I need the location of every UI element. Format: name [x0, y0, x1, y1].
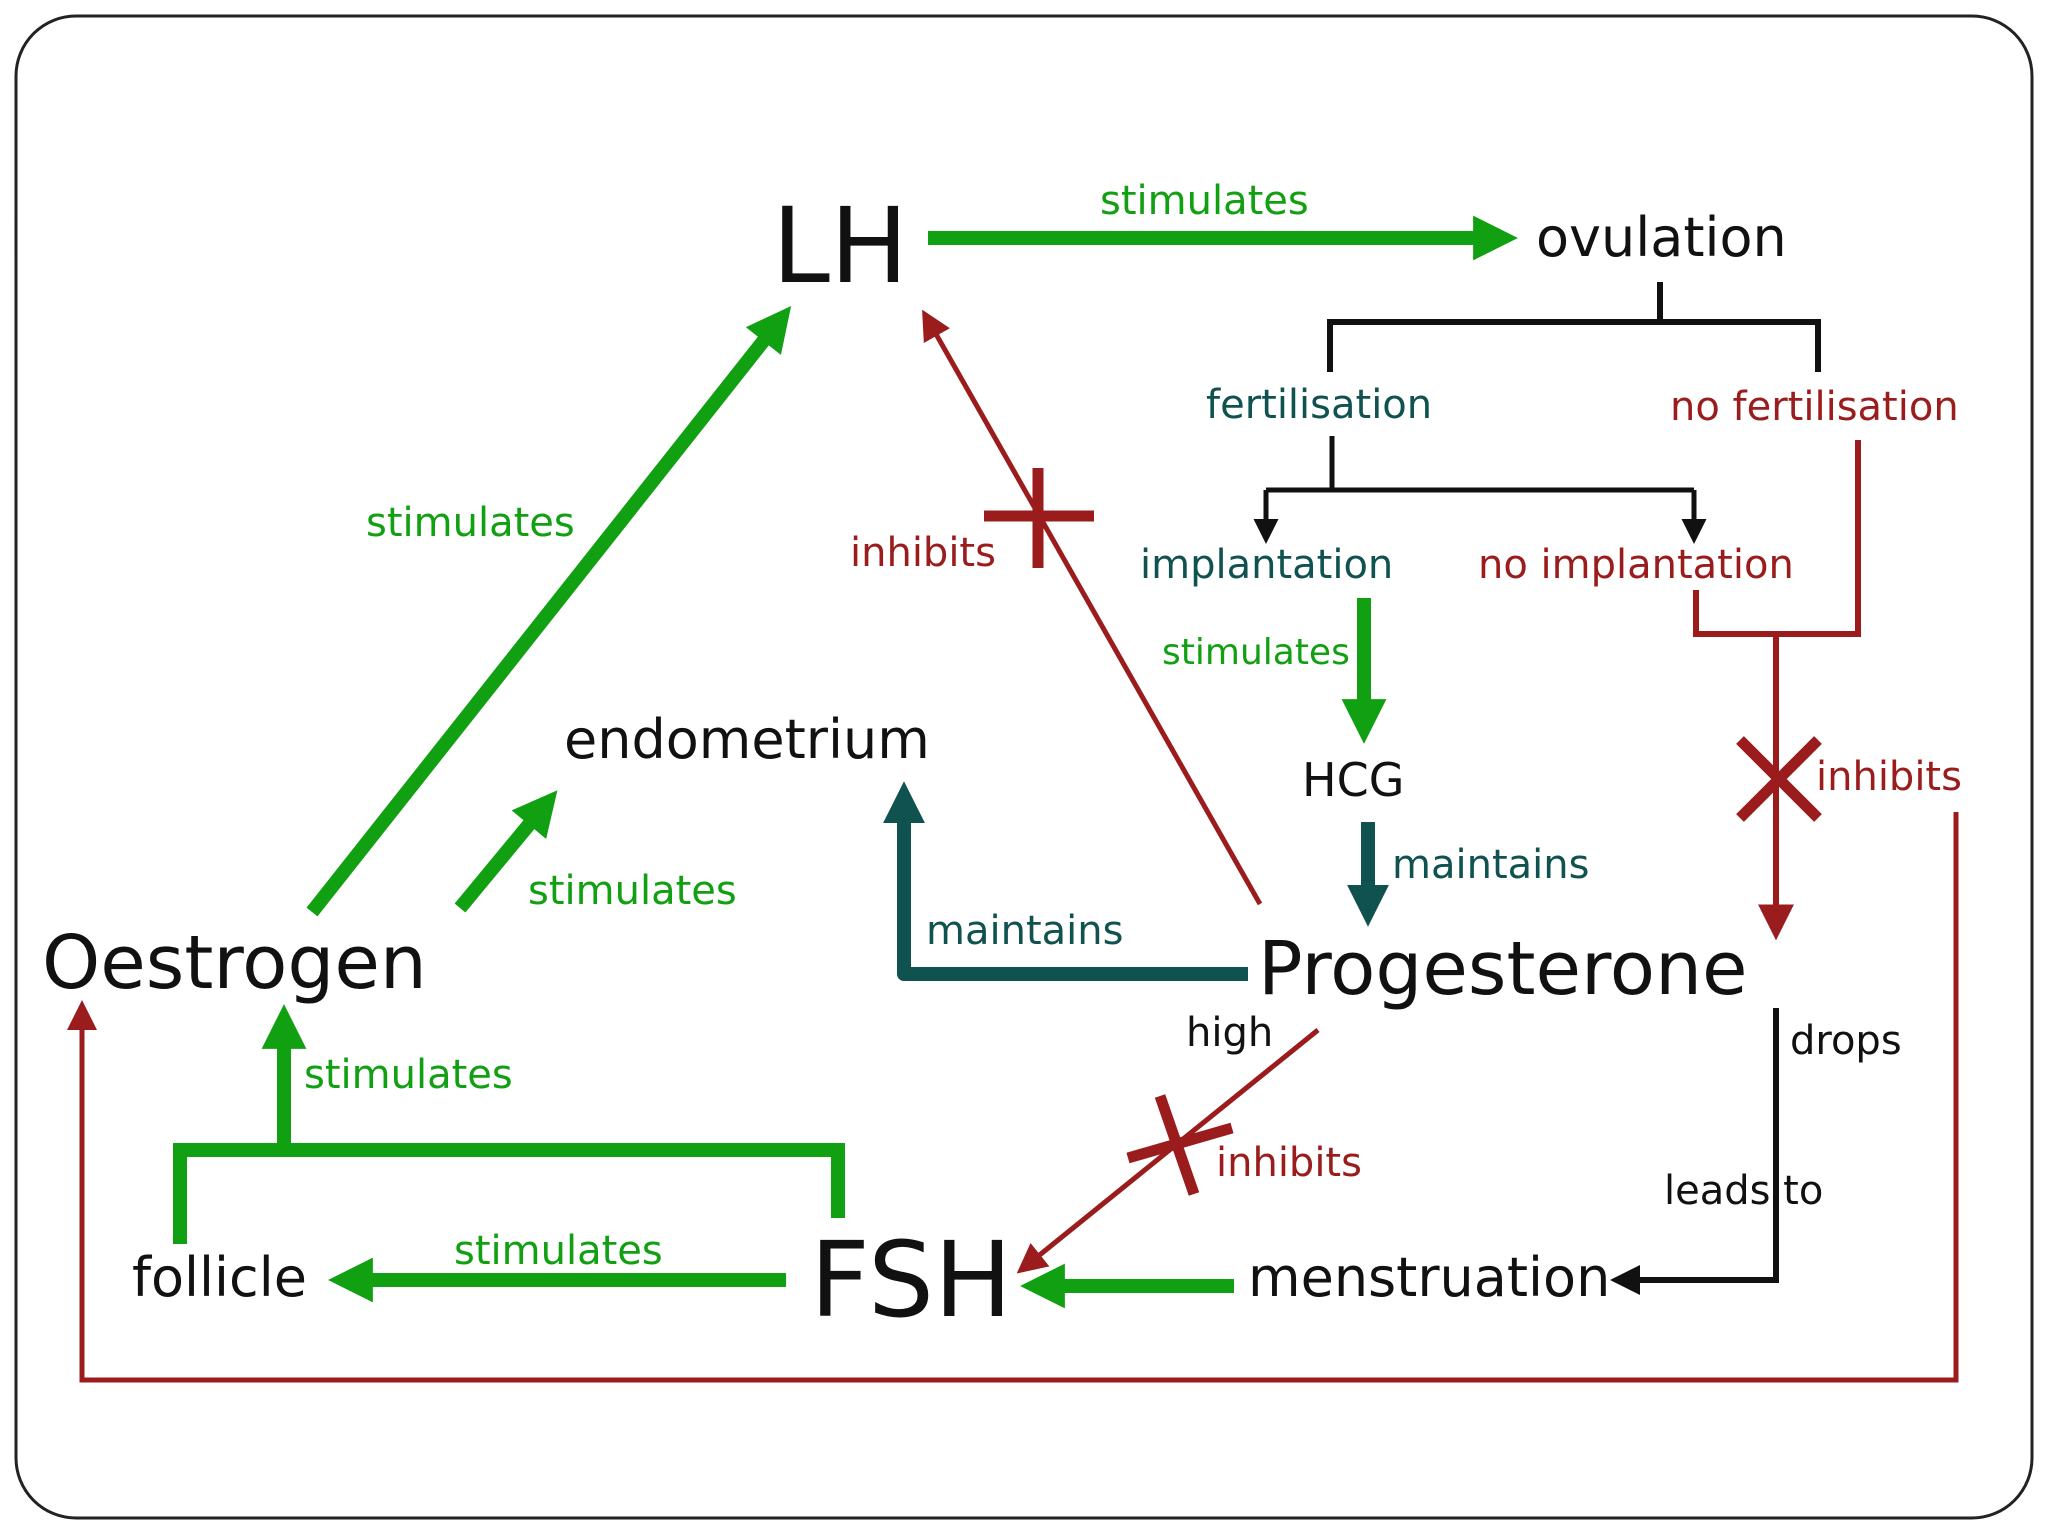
label-hcg-progesterone: maintains — [1392, 842, 1589, 888]
label-oestrogen-lh: stimulates — [366, 500, 575, 546]
node-fsh: FSH — [810, 1219, 1012, 1341]
node-oestrogen: Oestrogen — [42, 920, 427, 1006]
label-fsh-follicle: stimulates — [454, 1228, 663, 1274]
block-cross-lh — [984, 468, 1094, 568]
label-progesterone-drops: drops — [1790, 1018, 1902, 1064]
node-menstruation: menstruation — [1248, 1246, 1610, 1309]
arrow-progesterone-endometrium — [883, 781, 1248, 981]
label-lh-ovulation: stimulates — [1100, 178, 1309, 224]
label-implantation-hcg: stimulates — [1162, 632, 1350, 673]
node-fertilisation: fertilisation — [1206, 382, 1432, 428]
node-hcg: HCG — [1302, 753, 1404, 807]
arrow-drops-menstruation — [1610, 1008, 1779, 1295]
node-follicle: follicle — [132, 1246, 307, 1309]
label-progesterone-high: high — [1186, 1010, 1273, 1056]
node-no-implantation: no implantation — [1478, 542, 1794, 588]
label-progesterone-fsh: inhibits — [1216, 1140, 1362, 1186]
node-implantation: implantation — [1140, 542, 1393, 588]
label-follicle-oestrogen: stimulates — [304, 1052, 513, 1098]
node-endometrium: endometrium — [564, 708, 930, 771]
node-progesterone: Progesterone — [1258, 926, 1748, 1012]
block-cross-progesterone — [1736, 736, 1822, 822]
arrow-progesterone-lh — [922, 309, 1263, 906]
arrow-oestrogen-lh — [306, 305, 792, 917]
node-no-fertilisation: no fertilisation — [1670, 384, 1959, 430]
label-progesterone-endometrium: maintains — [926, 908, 1123, 954]
arrow-loop-oestrogen — [67, 812, 1959, 1383]
branch-follicle-fsh — [173, 1143, 845, 1244]
label-nofert-progesterone: inhibits — [1816, 754, 1962, 800]
label-drops-menstruation: leads to — [1664, 1168, 1823, 1214]
arrow-oestrogen-endometrium — [454, 790, 558, 913]
node-lh: LH — [772, 185, 908, 307]
label-oestrogen-endometrium: stimulates — [528, 868, 737, 914]
label-progesterone-lh: inhibits — [850, 530, 996, 576]
block-cross-fsh — [1126, 1094, 1234, 1196]
node-ovulation: ovulation — [1536, 206, 1787, 269]
branch-ovulation — [1327, 282, 1821, 372]
branch-no-fert-no-impl — [1693, 440, 1861, 650]
slide-frame — [14, 14, 2034, 1520]
branch-fertilisation — [1266, 436, 1694, 493]
